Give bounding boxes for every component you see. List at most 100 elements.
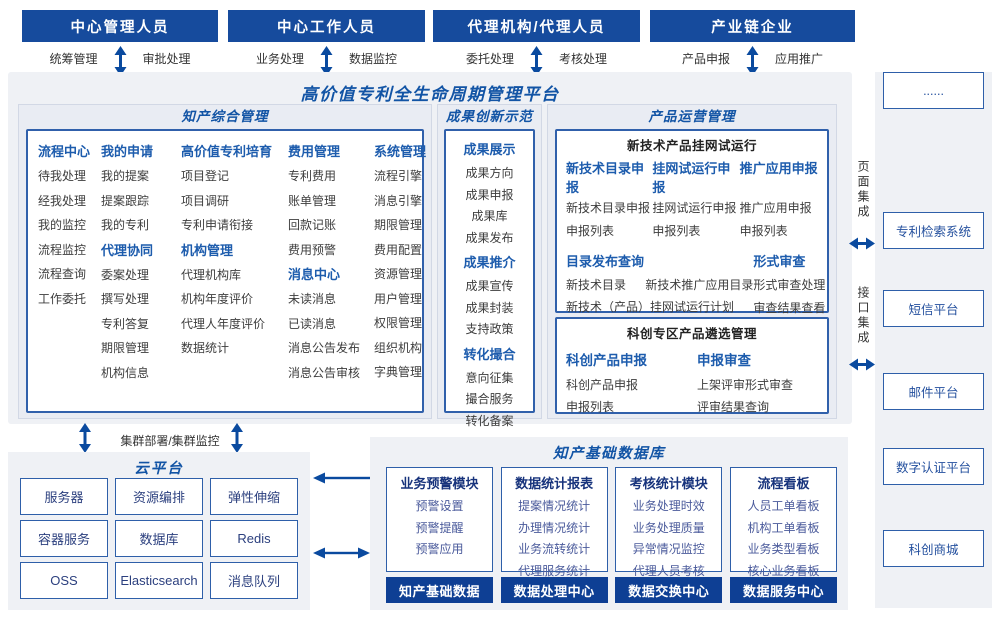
menu-item: 新技术（产品）挂网试运行计划 <box>566 300 735 314</box>
menu-item: 成果方向 <box>465 166 514 180</box>
db-module-items: 预警设置预警提醒预警应用 <box>387 496 492 561</box>
menu-item: 已读消息 <box>288 316 337 331</box>
api-integration-label: 接口集成 <box>856 286 870 346</box>
menu-item: 成果申报 <box>465 187 514 202</box>
menu-item: 成果库 <box>471 209 508 223</box>
db-module-header: 流程看板 <box>757 476 810 491</box>
subsection-header: 新技术产品挂网试运行 <box>626 139 757 153</box>
page-integration-label: 页面集成 <box>856 160 870 220</box>
module-column: 新技术目录申报 新技术目录申报申报列表 <box>566 159 652 243</box>
group-items: 新技术目录申报申报列表 <box>566 197 652 243</box>
actor-agents: 代理机构/代理人员 委托处理 考核处理 <box>433 10 640 76</box>
db-center-badge: 知产基础数据 <box>386 577 493 603</box>
menu-item: 业务流转统计 <box>518 542 591 556</box>
actor-role-right: 考核处理 <box>559 52 608 66</box>
group-items: 意向征集撮合服务转化备案 <box>446 368 533 433</box>
menu-item: 人员工单看板 <box>747 499 820 513</box>
menu-item: 我的提案 <box>101 169 150 183</box>
cloud-service-box: 弹性伸缩 <box>210 478 298 515</box>
menu-item: 数据统计 <box>181 341 230 355</box>
menu-item: 消息公告审核 <box>288 365 361 380</box>
menu-item: 流程引擎 <box>374 169 423 183</box>
group-header: 消息中心 <box>288 267 341 282</box>
group-header: 流程中心 <box>38 144 91 159</box>
third-party-system-box: ...... <box>883 72 984 109</box>
menu-item: 未读消息 <box>288 292 337 306</box>
subsection-header: 科创专区产品遴选管理 <box>626 327 757 341</box>
left-arrow-icon <box>313 472 370 484</box>
menu-item: 意向征集 <box>465 370 514 385</box>
group-items: 代理机构库机构年度评价代理人年度评价数据统计 <box>181 263 288 361</box>
menu-item: 业务处理质量 <box>632 520 705 535</box>
menu-item: 异常情况监控 <box>632 542 705 556</box>
actor-role-left: 业务处理 <box>255 52 304 66</box>
platform-container: 高价值专利全生命周期管理平台 知产综合管理 流程中心 待我处理经我处理我的监控流… <box>8 72 852 428</box>
menu-item: 办理情况统计 <box>518 520 591 535</box>
actor-center-staff: 中心工作人员 业务处理 数据监控 <box>228 10 425 76</box>
group-header: 转化撮合 <box>463 346 516 362</box>
menu-item: 预警设置 <box>415 499 464 513</box>
third-party-system-box: 科创商城 <box>883 530 984 567</box>
group-header: 成果展示 <box>463 142 516 157</box>
menu-item: 预警应用 <box>415 542 464 556</box>
menu-item: 申报列表 <box>739 224 788 238</box>
group-items: 推广应用申报申报列表 <box>740 197 818 243</box>
menu-item: 申报列表 <box>652 224 701 238</box>
horizontal-double-arrow-icon <box>849 237 875 250</box>
group-items: 专利费用账单管理回款记账费用预警 <box>288 164 374 262</box>
actor-role-left: 产品申报 <box>681 52 730 66</box>
group-items: 科创产品申报申报列表 <box>566 374 697 418</box>
menu-item: 新技术目录 <box>566 278 627 292</box>
module-column: 高价值专利培育 项目登记项目调研专利申请衔接 机构管理 代理机构库机构年度评价代… <box>181 139 288 411</box>
menu-item: 成果宣传 <box>465 279 514 293</box>
group-header: 我的申请 <box>101 144 154 159</box>
group-items: 待我处理经我处理我的监控流程监控流程查询工作委托 <box>38 164 101 311</box>
db-module-statistics-report: 数据统计报表 提案情况统计办理情况统计业务流转统计代理服务统计 <box>500 467 608 578</box>
section-achievement-innovation-demo: 成果创新示范 成果展示 成果方向成果申报成果库成果发布 成果推介 成果宣传成果封… <box>437 104 542 428</box>
vertical-double-arrow-icon <box>746 46 759 76</box>
group-items: 我的提案提案跟踪我的专利 <box>101 164 181 238</box>
module-column: 流程中心 待我处理经我处理我的监控流程监控流程查询工作委托 <box>38 139 101 411</box>
db-module-header: 考核统计模块 <box>629 476 708 491</box>
menu-item: 撮合服务 <box>465 392 514 406</box>
db-module-header: 数据统计报表 <box>515 476 594 491</box>
subsection-sci-tech-zone-product-selection: 科创专区产品遴选管理 科创产品申报 科创产品申报申报列表 申报审查 上架评审形式… <box>555 317 829 414</box>
section-product-operation-management: 产品运营管理 新技术产品挂网试运行 新技术目录申报 新技术目录申报申报列表 挂网… <box>547 104 837 419</box>
menu-item: 代理人员考核 <box>632 563 705 578</box>
db-module-items: 提案情况统计办理情况统计业务流转统计代理服务统计 <box>502 496 607 582</box>
menu-item: 成果发布 <box>465 230 514 245</box>
menu-item: 经我处理 <box>38 193 87 208</box>
section-title: 知产综合管理 <box>181 109 269 124</box>
vertical-double-arrow-icon <box>320 46 333 76</box>
group-header: 机构管理 <box>181 242 234 258</box>
menu-item: 用户管理 <box>374 291 423 306</box>
menu-item: 机构年度评价 <box>181 292 254 306</box>
cloud-service-box: Redis <box>210 520 298 557</box>
cloud-service-box: Elasticsearch <box>115 562 203 599</box>
menu-item: 撰写处理 <box>101 292 150 306</box>
group-header: 形式审查 <box>753 254 806 269</box>
menu-item: 专利费用 <box>288 169 337 183</box>
menu-item: 业务类型看板 <box>747 542 820 556</box>
group-header: 申报审查 <box>697 353 751 368</box>
menu-item: 资源管理 <box>374 267 423 281</box>
menu-item: 我的专利 <box>101 218 150 232</box>
group-items: 形式审查处理审查结果查看 <box>753 274 825 320</box>
actor-role-right: 应用推广 <box>775 52 824 66</box>
menu-item: 提案情况统计 <box>518 499 591 513</box>
third-party-platform-panel: 第三方平台 专利检索系统短信平台邮件平台数字认证平台科创商城...... <box>875 72 992 608</box>
db-module-assessment-statistics: 考核统计模块 业务处理时效业务处理质量异常情况监控代理人员考核 <box>615 467 723 578</box>
menu-item: 代理机构库 <box>181 267 242 282</box>
actor-industry-chain-enterprises: 产业链企业 产品申报 应用推广 <box>650 10 855 76</box>
menu-item: 回款记账 <box>288 218 337 232</box>
group-header: 新技术目录申报 <box>566 161 645 195</box>
group-items: 成果宣传成果封装支持政策 <box>446 276 533 341</box>
menu-item: 专利申请衔接 <box>181 218 254 232</box>
group-header: 高价值专利培育 <box>181 144 273 159</box>
menu-item: 项目登记 <box>181 169 230 183</box>
menu-item: 新技术目录申报 <box>566 201 651 215</box>
actor-center-managers: 中心管理人员 统筹管理 审批处理 <box>22 10 218 76</box>
third-party-system-box: 短信平台 <box>883 290 984 327</box>
section-body: 流程中心 待我处理经我处理我的监控流程监控流程查询工作委托 我的申请 我的提案提… <box>26 129 426 413</box>
